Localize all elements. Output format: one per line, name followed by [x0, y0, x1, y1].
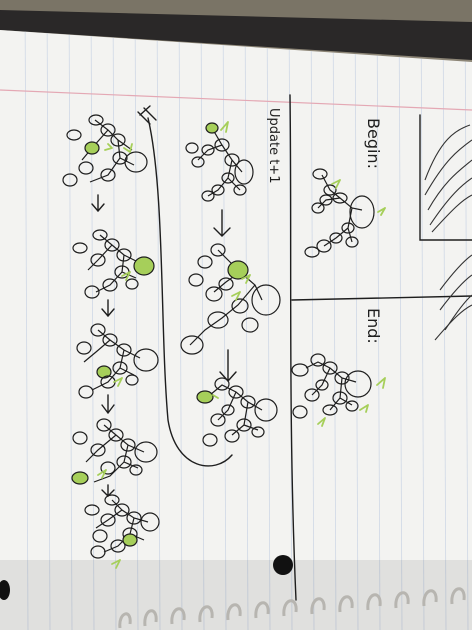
- binder-holes: [0, 555, 293, 600]
- step-arrows: [91, 194, 237, 497]
- graph-left-4: [71, 418, 158, 485]
- rule-lines: [24, 30, 469, 630]
- divider-vertical: [289, 94, 297, 601]
- divider-horizontal: [291, 295, 472, 301]
- graph-update-3: [196, 377, 278, 447]
- label-end: End:: [364, 308, 383, 344]
- green-arrows: [97, 121, 386, 569]
- label-update: Update t+1: [266, 108, 281, 183]
- return-arrow: [137, 105, 157, 125]
- dashed-hint: [419, 114, 472, 241]
- graph-begin: [304, 168, 375, 258]
- graph-update-2: [180, 243, 281, 355]
- graph-left-1: [62, 114, 148, 187]
- margin-line: [0, 89, 472, 111]
- scribble-shading: [424, 124, 472, 341]
- graph-left-5: [84, 494, 160, 559]
- label-begin: Begin:: [364, 118, 383, 169]
- update-loop-line: [147, 117, 233, 467]
- graph-left-2: [72, 229, 155, 299]
- graph-end: [291, 353, 372, 419]
- graph-left-3: [76, 323, 159, 399]
- graph-update-1: [185, 122, 254, 202]
- spiral-binding: [118, 587, 466, 629]
